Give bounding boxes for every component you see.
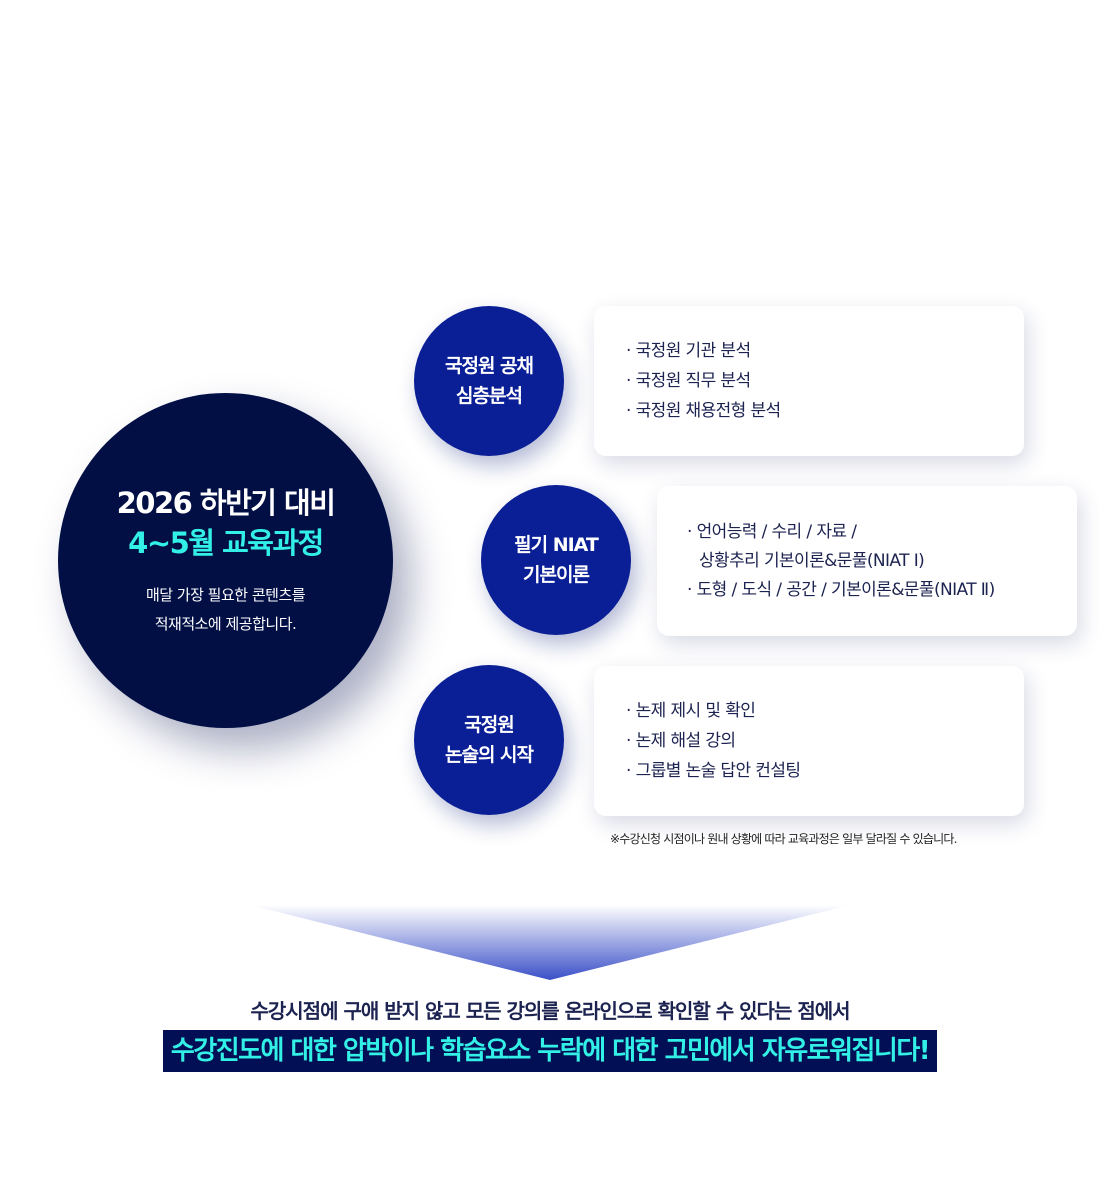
module-card-niat: · 언어능력 / 수리 / 자료 /상황추리 기본이론&문풀(NIAT Ⅰ)· … — [657, 486, 1077, 636]
summary-line: 수강시점에 구애 받지 않고 모든 강의를 온라인으로 확인할 수 있다는 점에… — [250, 999, 850, 1023]
down-arrow-gradient — [250, 905, 850, 980]
module-title: 국정원 — [464, 714, 514, 736]
list-item: · 언어능력 / 수리 / 자료 / 상황추리 기본이론&문풀(NIAT Ⅰ) — [687, 517, 1047, 575]
list-item: · 논제 제시 및 확인 — [626, 701, 756, 721]
hero-subtitle: 4~5월 교육과정 — [128, 525, 324, 560]
list-item-text: · 언어능력 / 수리 / 자료 / — [687, 522, 857, 542]
module-card-analysis: · 국정원 기관 분석 · 국정원 직무 분석 · 국정원 채용전형 분석 — [594, 306, 1024, 456]
module-title: 논술의 시작 — [444, 744, 534, 766]
module-card-essay: · 논제 제시 및 확인 · 논제 해설 강의 · 그룹별 논술 답안 컨설팅 — [594, 666, 1024, 816]
list-item: · 도형 / 도식 / 공간 / 기본이론&문풀(NIAT Ⅱ) — [687, 580, 995, 600]
module-title: 국정원 공채 — [444, 355, 534, 377]
disclaimer-note: ※수강신청 시점이나 원내 상황에 따라 교육과정은 일부 달라질 수 있습니다… — [610, 832, 957, 846]
list-item-text: 상황추리 기본이론&문풀(NIAT Ⅰ) — [699, 551, 925, 571]
summary-highlight: 수강진도에 대한 압박이나 학습요소 누락에 대한 고민에서 자유로워집니다! — [162, 1030, 938, 1072]
list-item: · 국정원 직무 분석 — [626, 371, 751, 391]
list-item: · 그룹별 논술 답안 컨설팅 — [626, 761, 801, 781]
module-title: 기본이론 — [523, 564, 590, 586]
module-circle-niat: 필기 NIAT 기본이론 — [481, 485, 631, 635]
hero-desc-line2: 적재적소에 제공합니다. — [154, 614, 297, 633]
module-title: 심층분석 — [456, 385, 523, 407]
list-item: · 논제 해설 강의 — [626, 731, 736, 751]
hero-title: 2026 하반기 대비 — [116, 485, 336, 520]
list-item: · 국정원 채용전형 분석 — [626, 401, 781, 421]
list-item: · 국정원 기관 분석 — [626, 341, 751, 361]
hero-desc-line1: 매달 가장 필요한 콘텐츠를 — [145, 585, 306, 604]
module-title: 필기 NIAT — [514, 534, 599, 556]
